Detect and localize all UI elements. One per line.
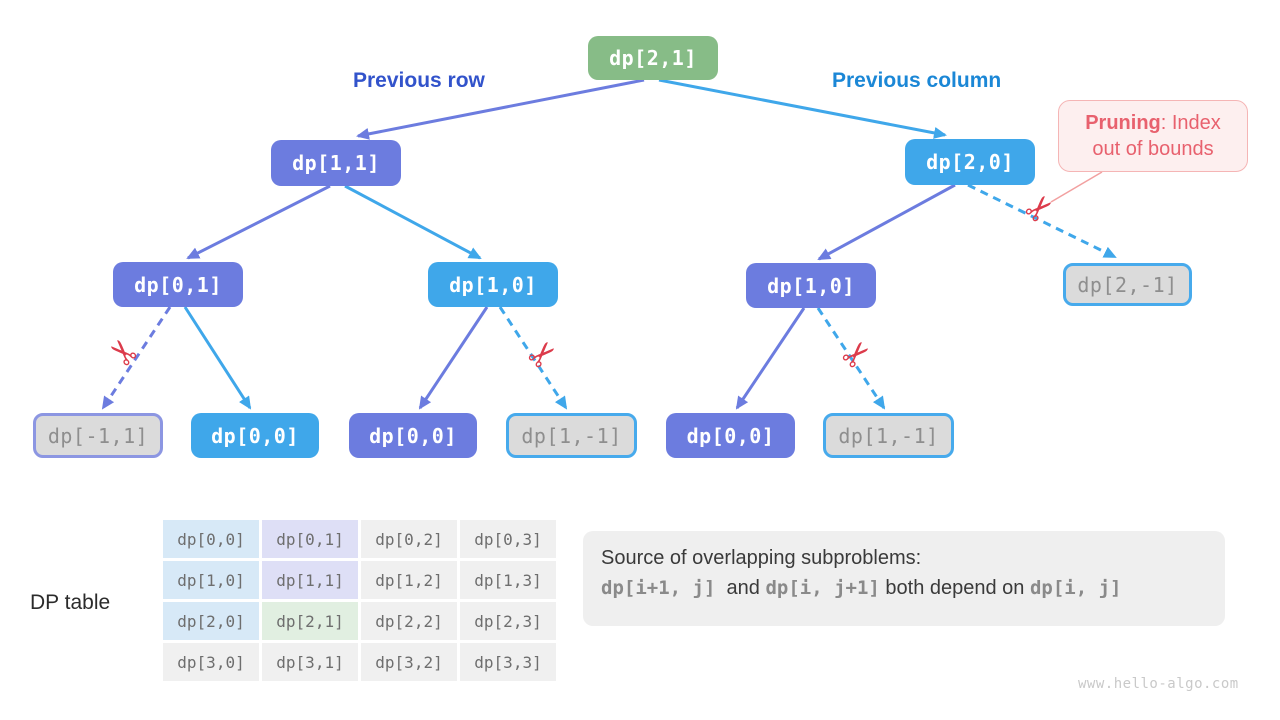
tree-node-dp00c: dp[0,0] (666, 413, 795, 458)
formula-code-segment: dp[i, j] (1029, 577, 1122, 599)
tree-node-dp00b: dp[0,0] (349, 413, 477, 458)
pruning-callout-line2: out of bounds (1092, 138, 1214, 160)
dp-table-cell: dp[0,2] (361, 520, 457, 558)
dp-table-cell: dp[0,1] (262, 520, 358, 558)
formula-code-segment: dp[i, j+1] (765, 577, 880, 599)
tree-edge (817, 183, 956, 261)
scissors-icon: ✂ (1015, 184, 1065, 234)
dp-table-cell: dp[3,1] (262, 643, 358, 681)
dp-table-cell: dp[1,1] (262, 561, 358, 599)
formula-text-segment: both depend on (879, 577, 1030, 599)
previous-row-label: Previous row (353, 69, 485, 92)
tree-edge (183, 306, 252, 410)
info-box: Source of overlapping subproblems: dp[i+… (583, 531, 1225, 626)
tree-node-dpm11: dp[-1,1] (33, 413, 163, 458)
tree-node-dp00a: dp[0,0] (191, 413, 319, 458)
dp-table-cell: dp[0,3] (460, 520, 556, 558)
tree-node-dp2m1: dp[2,-1] (1063, 263, 1192, 306)
scissors-icon: ✂ (97, 328, 147, 378)
tree-edge (344, 184, 482, 260)
tree-node-dp10a: dp[1,0] (428, 262, 558, 307)
info-box-formula: dp[i+1, j] and dp[i, j+1] both depend on… (601, 577, 1225, 600)
dp-table-cell: dp[2,1] (262, 602, 358, 640)
tree-node-dp11: dp[1,1] (271, 140, 401, 186)
dp-table-cell: dp[3,0] (163, 643, 259, 681)
dp-table-cell: dp[0,0] (163, 520, 259, 558)
dp-table-cell: dp[1,3] (460, 561, 556, 599)
info-box-title: Source of overlapping subproblems: (601, 547, 922, 569)
formula-code-segment: dp[i+1, j] (601, 577, 716, 599)
tree-edge (418, 306, 489, 410)
dp-table-label: DP table (30, 591, 111, 614)
tree-node-dp20: dp[2,0] (905, 139, 1035, 185)
tree-node-dp1m1b: dp[1,-1] (823, 413, 954, 458)
pruning-callout: Pruning: Index out of bounds (1058, 100, 1248, 172)
dp-table-cell: dp[2,0] (163, 602, 259, 640)
tree-node-dp21: dp[2,1] (588, 36, 718, 80)
dp-table-grid: dp[0,0]dp[0,1]dp[0,2]dp[0,3]dp[1,0]dp[1,… (163, 520, 556, 681)
scissors-icon: ✂ (518, 330, 568, 380)
tree-edge (186, 184, 331, 260)
dp-table-cell: dp[3,2] (361, 643, 457, 681)
tree-node-dp1m1a: dp[1,-1] (506, 413, 637, 458)
pruning-callout-line1: Pruning: Index (1085, 112, 1221, 134)
watermark: www.hello-algo.com (1078, 676, 1239, 692)
previous-column-label: Previous column (832, 69, 1002, 92)
dp-table-cell: dp[1,2] (361, 561, 457, 599)
dp-table-cell: dp[2,3] (460, 602, 556, 640)
scissors-icon: ✂ (832, 330, 882, 380)
formula-text-segment: and (715, 577, 766, 599)
dp-table-cell: dp[2,2] (361, 602, 457, 640)
callout-tail-line (1050, 171, 1103, 203)
dp-table-cell: dp[1,0] (163, 561, 259, 599)
tree-edge (735, 307, 806, 410)
tree-node-dp01: dp[0,1] (113, 262, 243, 307)
tree-node-dp10b: dp[1,0] (746, 263, 876, 308)
dp-table-cell: dp[3,3] (460, 643, 556, 681)
